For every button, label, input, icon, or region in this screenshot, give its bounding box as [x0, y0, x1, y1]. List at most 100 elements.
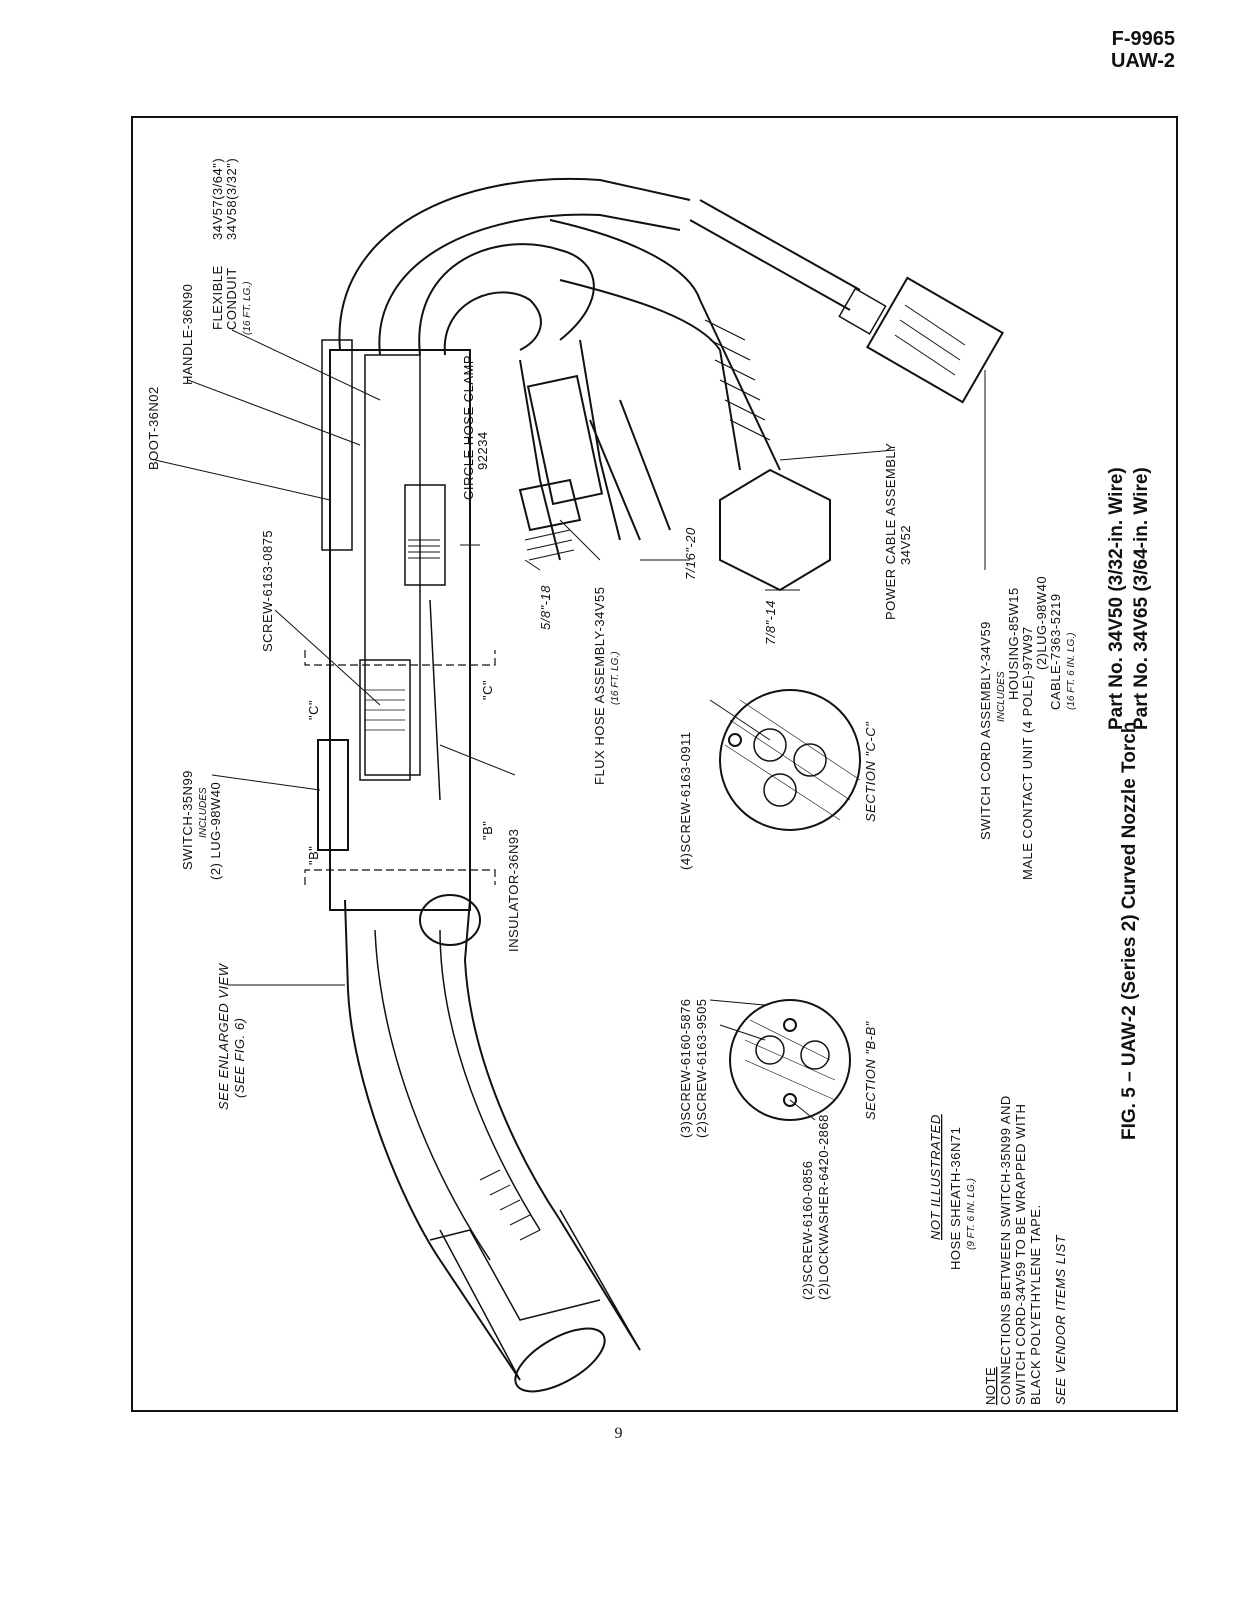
label-lockwasher: (2)LOCKWASHER-6420-2868 — [816, 1114, 831, 1300]
label-switch-cord-1: SWITCH CORD ASSEMBLY-34V59 — [978, 621, 993, 840]
label-screw-9505: (2)SCREW-6163-9505 — [694, 998, 709, 1138]
flux-nut — [518, 478, 582, 532]
power-cable-1 — [549, 219, 701, 301]
leader-insulator — [439, 744, 516, 776]
power-cable-body — [699, 299, 781, 471]
figure-caption: FIG. 5 – UAW-2 (Series 2) Curved Nozzle … — [1119, 722, 1140, 1140]
page-header: F-9965 UAW-2 — [1111, 28, 1175, 72]
plug-knurl — [838, 287, 887, 335]
section-c-bore-1 — [753, 728, 787, 762]
label-section-c: SECTION "C-C" — [863, 721, 878, 822]
label-boot: BOOT-36N02 — [146, 386, 161, 470]
power-cable-2 — [559, 279, 721, 351]
section-c-hatch — [724, 699, 861, 821]
switch-cord-plug — [866, 276, 1004, 404]
leader-9505 — [719, 1024, 766, 1041]
conduit-outer-2 — [378, 213, 681, 356]
label-switch-cord-2: INCLUDES — [996, 671, 1007, 722]
nozzle-hatch — [479, 1169, 541, 1241]
label-note-title: NOTE — [983, 1367, 998, 1405]
clamp-hatch — [408, 539, 440, 559]
flux-hose-2 — [579, 339, 621, 541]
nozzle-inner — [374, 929, 491, 1261]
label-sect-b-mark-right: "B" — [480, 821, 495, 840]
doc-number: F-9965 — [1111, 28, 1175, 50]
section-c-small — [728, 733, 742, 747]
label-switch-cord-3: HOUSING-85W15 — [1006, 587, 1021, 700]
leader-sec-c — [709, 699, 771, 741]
section-b-hole-1 — [783, 1018, 797, 1032]
label-screw-5876: (3)SCREW-6160-5876 — [678, 998, 693, 1138]
flex-conduit-a — [418, 243, 595, 356]
hose-7-16 — [589, 399, 671, 541]
leader-58 — [524, 559, 541, 571]
switch-body — [317, 739, 349, 851]
section-b-bore-2 — [800, 1040, 830, 1070]
leader-flux — [559, 519, 601, 561]
section-c-bore-3 — [763, 773, 797, 807]
label-thread-58: 5/8"-18 — [538, 585, 553, 630]
label-switch-cord-6: CABLE-7363-5219 — [1048, 593, 1063, 710]
label-enlarged-1: SEE ENLARGED VIEW — [216, 962, 231, 1110]
section-b-hole-2 — [783, 1093, 797, 1107]
label-vendor: SEE VENDOR ITEMS LIST — [1053, 1234, 1068, 1405]
label-conduit-2: CONDUIT — [224, 267, 239, 330]
label-not-illustrated: NOT ILLUSTRATED — [928, 1114, 943, 1240]
leader-5876 — [709, 999, 766, 1006]
page-number: 9 — [614, 1425, 623, 1442]
power-nut — [719, 468, 831, 592]
label-sect-b-mark-left: "B" — [306, 846, 321, 865]
inner-conduit — [364, 354, 421, 776]
label-section-b: SECTION "B-B" — [863, 1020, 878, 1120]
flux-thread — [524, 529, 575, 561]
label-power-cable-1: POWER CABLE ASSEMBLY — [883, 443, 898, 620]
figure-part-1: Part No. 34V50 (3/32-in. Wire) — [1106, 467, 1127, 730]
label-switch-cord-5: (2)LUG-98W40 — [1034, 576, 1049, 670]
label-hose-sheath-2: (9 FT. 6 IN. LG.) — [966, 1178, 977, 1250]
leader-power — [779, 449, 896, 461]
label-conduit-3: (16 FT. LG.) — [242, 281, 253, 335]
label-handle: HANDLE-36N90 — [180, 284, 195, 385]
label-switch-2: INCLUDES — [198, 787, 209, 838]
section-b-line — [304, 869, 496, 885]
leader-0856 — [789, 1099, 816, 1121]
leader-boot — [154, 459, 331, 501]
label-section-c-screw: (4)SCREW-6163-0911 — [678, 731, 693, 870]
section-b-circle — [729, 999, 851, 1121]
nozzle-end — [514, 1327, 606, 1393]
label-conduit-p1: 34V57(3/64") — [210, 158, 225, 240]
label-screw-0856: (2)SCREW-6160-0856 — [800, 1160, 815, 1300]
leader-conduit — [231, 329, 381, 401]
label-switch-1: SWITCH-35N99 — [180, 770, 195, 870]
section-c-circle — [719, 689, 861, 831]
label-power-cable-2: 34V52 — [898, 525, 913, 565]
section-c-line — [304, 650, 496, 666]
switch-cord — [699, 199, 861, 291]
nozzle-outer-bottom — [463, 899, 641, 1351]
flex-conduit-b — [443, 291, 542, 356]
clamp-area — [404, 484, 446, 586]
boot — [321, 339, 353, 551]
label-conduit-1: FLEXIBLE — [210, 265, 225, 330]
switch-cord-2 — [689, 219, 851, 311]
plug-ribs — [894, 304, 966, 376]
torch-drawing — [154, 178, 1004, 1393]
insulator — [359, 659, 411, 781]
flux-hose-1 — [519, 359, 561, 561]
nozzle-tip — [429, 1209, 641, 1381]
label-note-2: SWITCH CORD-34V59 TO BE WRAPPED WITH — [1013, 1104, 1028, 1405]
section-c-bore-2 — [793, 743, 827, 777]
label-hose-clamp-2: 92234 — [475, 431, 490, 470]
label-sect-c-mark-left: "C" — [306, 700, 321, 720]
leader-screw-0875 — [274, 609, 381, 706]
handle-body — [329, 349, 471, 911]
label-switch-cord-4: MALE CONTACT UNIT (4 POLE)-97W97 — [1020, 626, 1035, 880]
leader-handle — [187, 379, 361, 446]
figure-frame — [131, 116, 1178, 1412]
label-hose-sheath-1: HOSE SHEATH-36N71 — [948, 1127, 963, 1270]
label-note-3: BLACK POLYETHYLENE TAPE. — [1028, 1204, 1043, 1405]
insulator-hatch — [365, 689, 405, 731]
label-note-1: CONNECTIONS BETWEEN SWITCH-35N99 AND — [998, 1095, 1013, 1405]
label-flux-hose-2: (16 FT. LG.) — [610, 651, 621, 705]
label-thread-78: 7/8"-14 — [763, 600, 778, 645]
